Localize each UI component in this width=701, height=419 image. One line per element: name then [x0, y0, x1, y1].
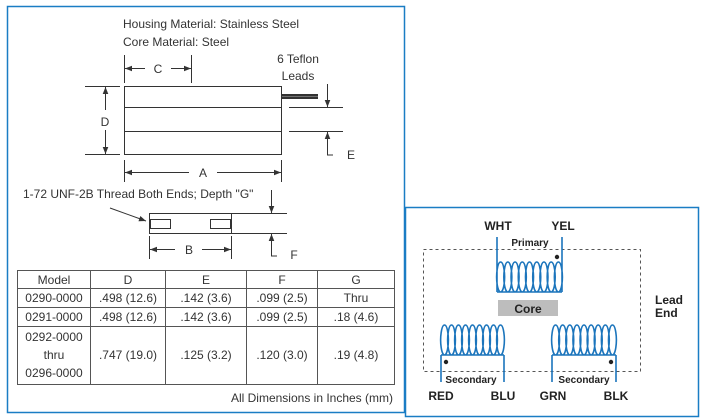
dimensions-footnote: All Dimensions in Inches (mm) [231, 391, 393, 405]
dimension-e: E [289, 84, 355, 162]
wire-label-red: RED [428, 389, 454, 403]
table-header-e: E [202, 273, 210, 287]
thread-note: 1-72 UNF-2B Thread Both Ends; Depth "G" [23, 187, 253, 201]
dimensions-table [17, 270, 395, 385]
coils [439, 237, 618, 382]
table-cell-model: 0296-0000 [25, 366, 83, 380]
table-cell-model: 0290-0000 [25, 291, 83, 305]
primary-label: Primary [511, 238, 549, 249]
teflon-leads [282, 94, 318, 99]
leads-label-line1: 6 Teflon [277, 52, 319, 66]
primary-coil [495, 237, 564, 293]
table-cell-e: .142 (3.6) [180, 310, 231, 324]
lead-end-label-line1: Lead [655, 293, 683, 307]
sensor-body-side-view [124, 86, 282, 155]
secondary-right-polarity-dot [608, 359, 614, 365]
table-header-f: F [278, 273, 285, 287]
dimension-c-label: C [154, 62, 163, 76]
core-block [498, 300, 558, 316]
table-cell-g: .18 (4.6) [334, 310, 379, 324]
secondary-left-polarity-dot [443, 359, 449, 365]
table-row: 0291-0000 .498 (12.6) .142 (3.6) .099 (2… [25, 310, 378, 324]
table-cell-e: .142 (3.6) [180, 291, 231, 305]
housing-outline [423, 249, 641, 372]
dimension-b-label: B [185, 243, 193, 257]
dimension-f: F [232, 190, 298, 262]
housing-material-label: Housing Material: Stainless Steel [123, 17, 299, 31]
table-header-d: D [124, 273, 133, 287]
table-cell-model: thru [44, 348, 65, 362]
dimension-a: A [124, 160, 282, 182]
table-cell-d: .498 (12.6) [99, 291, 157, 305]
table-cell-f: .120 (3.0) [256, 348, 307, 362]
table-row: 0290-0000 .498 (12.6) .142 (3.6) .099 (2… [25, 291, 368, 305]
table-cell-f: .099 (2.5) [256, 310, 307, 324]
table-cell-e: .125 (3.2) [180, 348, 231, 362]
wire-label-wht: WHT [484, 219, 512, 233]
secondary-coil-right [550, 324, 618, 382]
dimension-b: B [149, 236, 232, 259]
lead-end-label-line2: End [655, 306, 678, 320]
dimension-e-label: E [347, 148, 355, 162]
table-cell-model: 0292-0000 [25, 330, 83, 344]
wire-label-yel: YEL [551, 219, 574, 233]
dimension-c: C [124, 55, 192, 83]
leads-label-line2: Leads [282, 69, 315, 83]
mechanical-drawing-panel [6, 5, 406, 414]
wire-label-grn: GRN [540, 389, 567, 403]
secondary-label-left: Secondary [445, 375, 497, 386]
wire-label-blu: BLU [491, 389, 516, 403]
table-row: 0292-0000 thru 0296-0000 .747 (19.0) .12… [25, 330, 378, 380]
dimension-d-label: D [101, 115, 110, 129]
secondary-label-right: Secondary [558, 375, 610, 386]
thread-note-leader [109, 207, 147, 222]
table-cell-f: .099 (2.5) [256, 291, 307, 305]
table-cell-g: .19 (4.8) [334, 348, 379, 362]
dimension-d: D [85, 86, 120, 155]
primary-coil-winding [495, 237, 564, 293]
table-cell-d: .498 (12.6) [99, 310, 157, 324]
table-header-model: Model [38, 273, 71, 287]
dimension-a-label: A [199, 166, 207, 180]
dimension-f-label: F [290, 248, 297, 262]
core-top-view [149, 213, 232, 234]
core-material-label: Core Material: Steel [123, 35, 229, 49]
core-label: Core [514, 302, 542, 316]
wire-label-blk: BLK [604, 389, 629, 403]
table-header-g: G [351, 273, 360, 287]
table-cell-model: 0291-0000 [25, 310, 83, 324]
table-cell-g: Thru [344, 291, 369, 305]
secondary-coil-right-winding [550, 324, 618, 382]
secondary-coil-left-winding [439, 324, 506, 382]
secondary-coil-left [439, 324, 506, 382]
table-cell-d: .747 (19.0) [99, 348, 157, 362]
primary-polarity-dot [554, 254, 560, 260]
